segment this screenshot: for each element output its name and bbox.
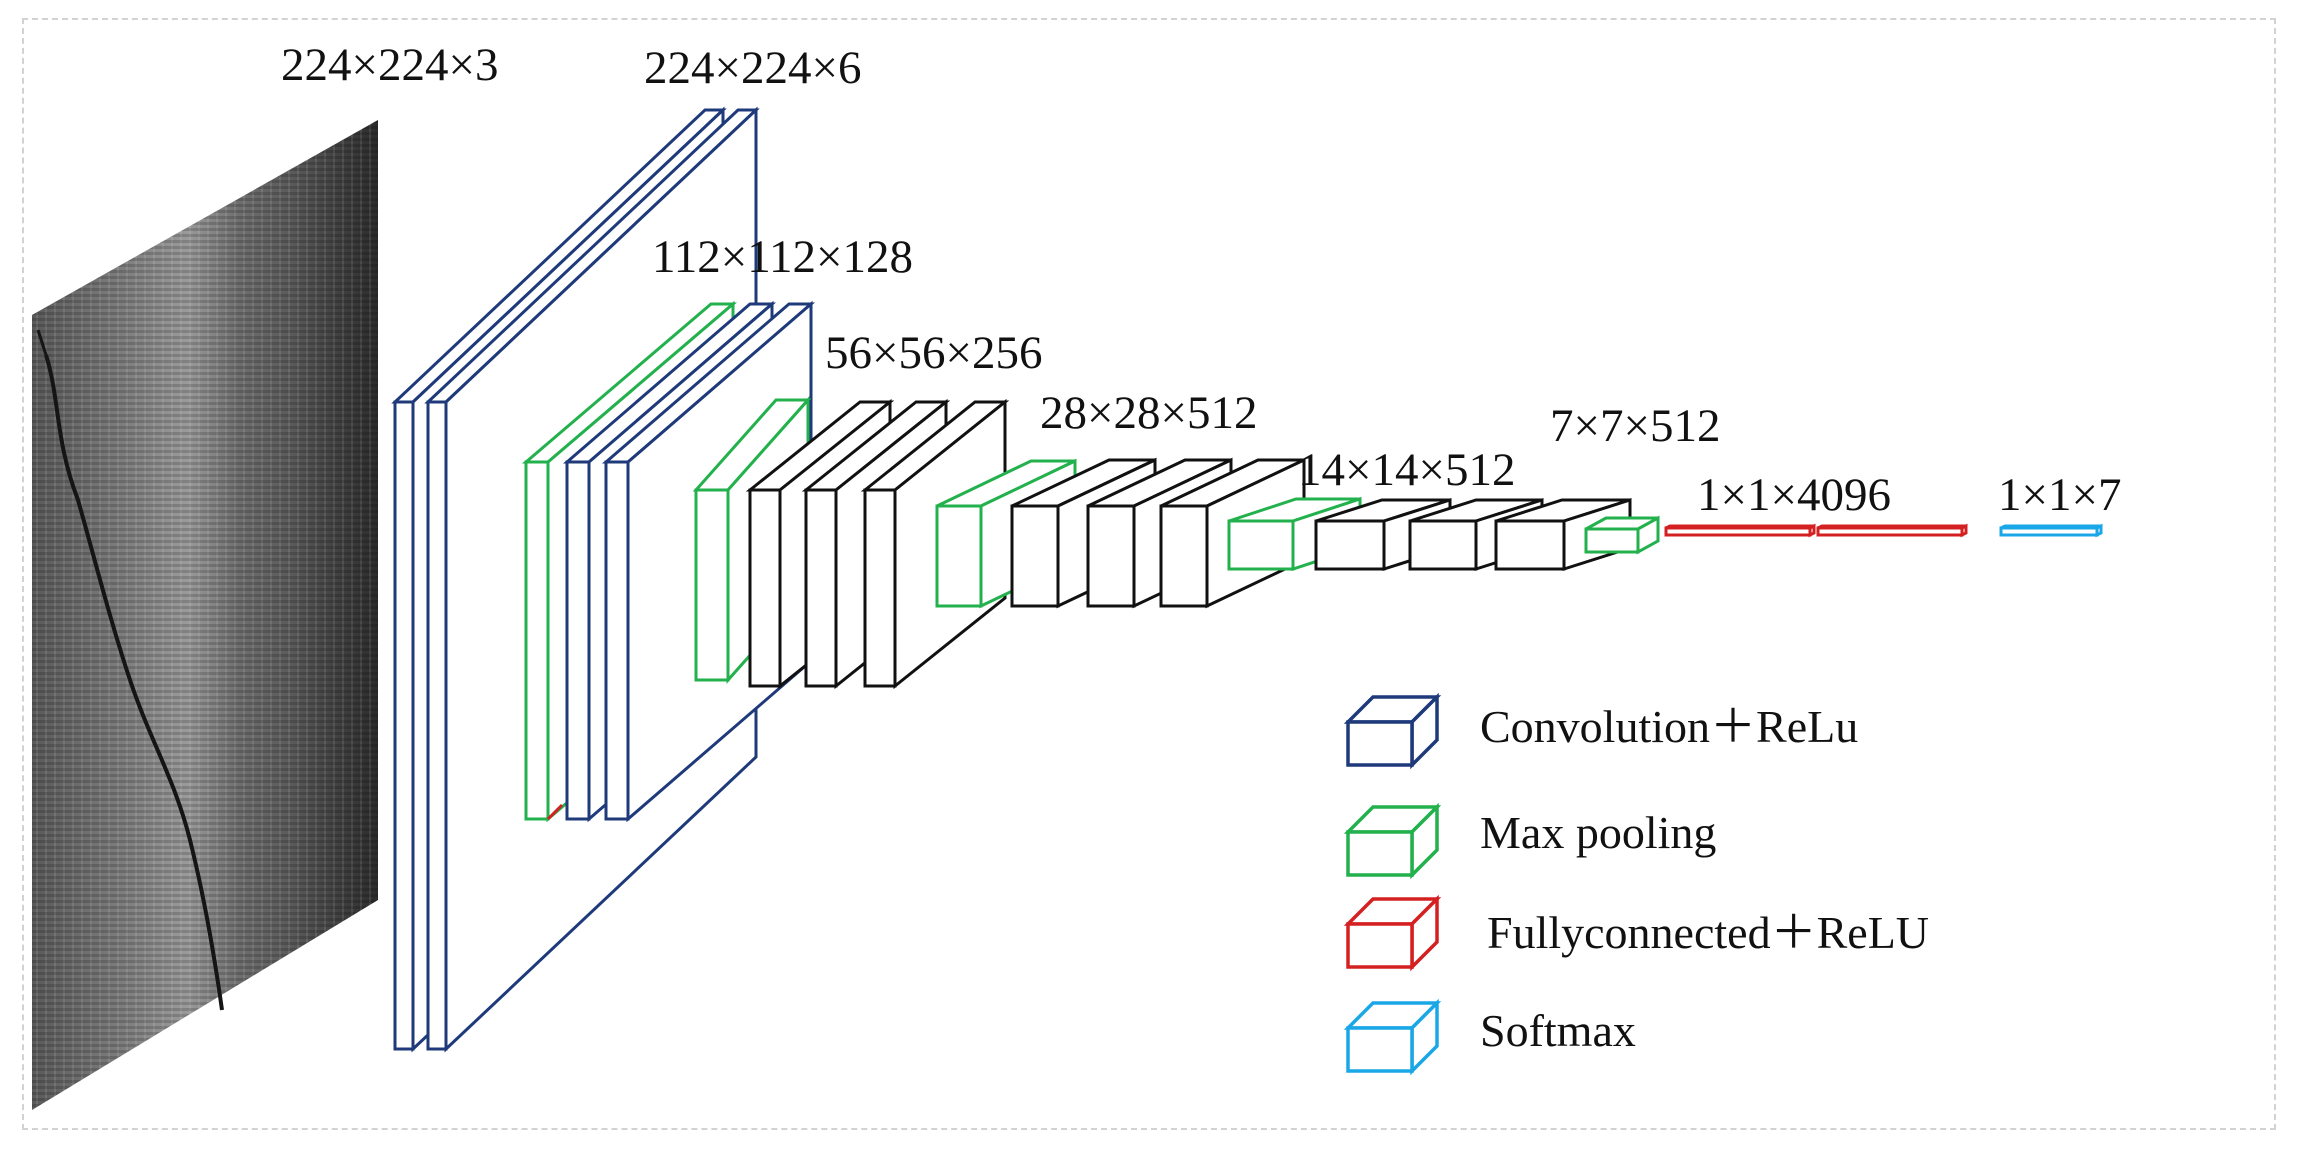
layer-blocks: [391, 106, 2103, 1076]
legend-softmax-label: Softmax: [1480, 1005, 1636, 1056]
block4-dimension-label: 28×28×512: [1040, 387, 1258, 439]
figure-frame: [22, 18, 2276, 1130]
pool5-block: [1584, 515, 1660, 555]
legend-fc-cube-icon: [1343, 894, 1442, 972]
input-dimension-label: 224×224×3: [281, 39, 499, 91]
legend-conv-label: Convolution＋ReLu: [1480, 701, 1859, 752]
fc-dimension-label: 1×1×4096: [1697, 469, 1892, 521]
block5-dimension-label: 14×14×512: [1298, 444, 1516, 496]
legend-pool-cube-icon: [1343, 802, 1442, 880]
red-edge-mark: [546, 803, 564, 821]
legend-softmax-cube-icon: [1343, 998, 1442, 1076]
block1-dimension-label: 224×224×6: [644, 42, 862, 94]
input-image: [32, 120, 378, 1110]
block3-dimension-label: 56×56×256: [825, 327, 1043, 379]
softmax-dimension-label: 1×1×7: [1998, 469, 2122, 521]
fc2-bar: [1816, 523, 1968, 538]
legend-conv-cube-icon: [1343, 692, 1442, 770]
legend-fc-label: Fullyconnected＋ReLU: [1487, 907, 1930, 958]
legend-pool-label: Max pooling: [1480, 807, 1717, 858]
pool5-dimension-label: 7×7×512: [1550, 400, 1721, 452]
softmax-bar: [1999, 523, 2103, 538]
fc1-bar: [1664, 523, 1816, 538]
block2-dimension-label: 112×112×128: [652, 231, 914, 283]
conv3-3-block: [860, 398, 1010, 690]
crack-line: [44, 354, 224, 1011]
